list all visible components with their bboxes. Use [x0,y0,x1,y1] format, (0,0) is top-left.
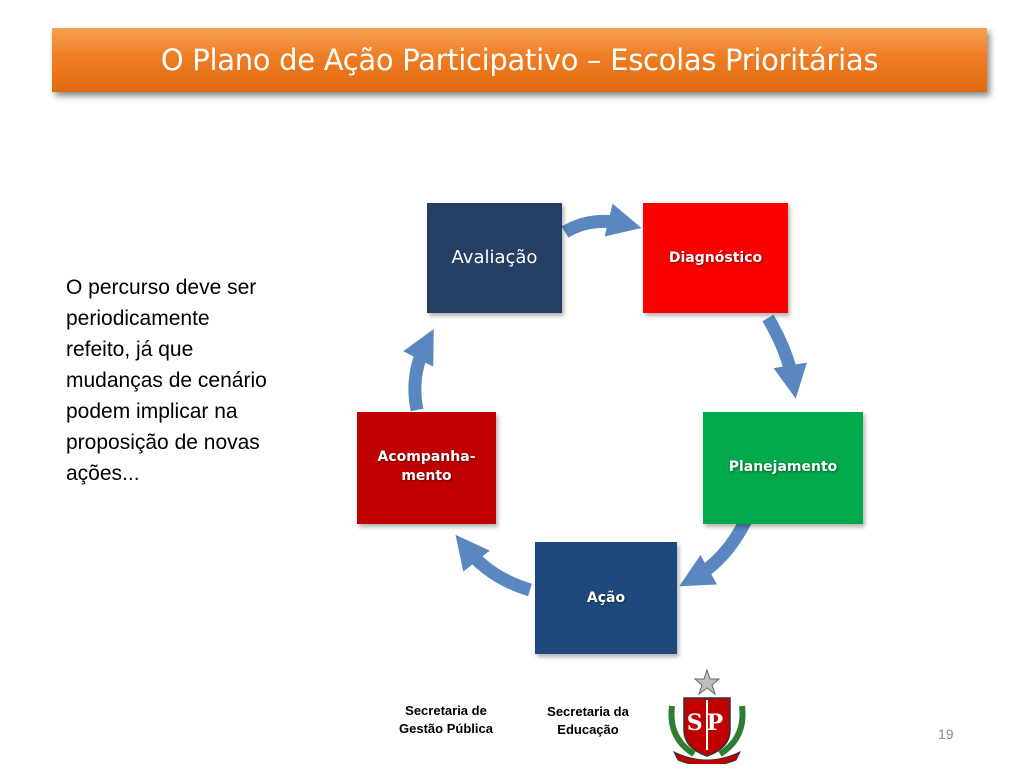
cycle-box-avaliacao: Avaliação [427,203,562,313]
cycle-label-acao: Ação [586,590,626,606]
cycle-label-acompanhamento-1: Acompanha- [377,449,476,465]
footer-gestao-line: Gestão Pública [399,721,493,736]
cycle-label-diagnostico: Diagnóstico [668,250,763,266]
footer-secretaria-educacao: Secretaria da Educação [530,703,646,739]
body-text: O percurso deve ser periodicamente refei… [66,272,336,489]
arrow-planejamento-to-acao [679,517,752,587]
cycle-box-acao: Ação [535,542,677,654]
cycle-box-diagnostico: Diagnóstico [643,203,788,313]
body-line: O percurso deve ser [66,276,257,299]
footer-gestao-line: Secretaria de [405,703,487,718]
body-line: refeito, já que [66,338,194,361]
arrow-acompanhamento-to-avaliacao [403,328,434,412]
body-line: ações... [66,462,140,485]
cycle-label-acompanhamento-2: mento [401,468,452,484]
slide-title: O Plano de Ação Participativo – Escolas … [160,43,879,77]
cycle-box-acompanhamento: Acompanha- mento [357,412,496,524]
arrow-avaliacao-to-diagnostico [561,203,642,238]
page-number: 19 [938,726,954,742]
slide-title-bar: O Plano de Ação Participativo – Escolas … [52,28,987,92]
seal-letters: SP [687,710,727,736]
body-line: podem implicar na [66,400,238,423]
footer-educacao-line: Educação [557,722,619,737]
body-line: periodicamente [66,307,210,330]
body-line: proposição de novas [66,431,260,454]
cycle-box-planejamento: Planejamento [703,412,863,524]
arrow-diagnostico-to-planejamento [762,314,807,399]
cycle-label-planejamento: Planejamento [728,459,838,475]
cycle-label-avaliacao: Avaliação [451,247,538,268]
footer-educacao-line: Secretaria da [547,704,629,719]
sao-paulo-seal-icon: SP [668,668,746,764]
footer-secretaria-gestao: Secretaria de Gestão Pública [380,702,512,738]
arrow-acao-to-acompanhamento [455,534,532,597]
body-line: mudanças de cenário [66,369,267,392]
